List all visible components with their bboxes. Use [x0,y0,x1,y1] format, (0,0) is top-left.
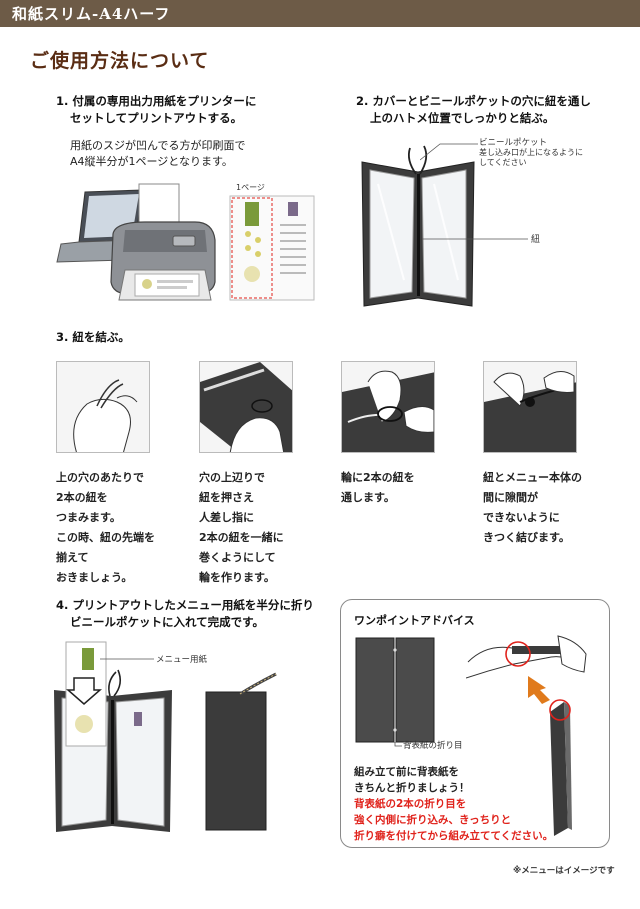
header-title: 和紙スリム-A4ハーフ [12,5,171,23]
hand-pinch-icon [73,379,138,452]
pocket-callout-line [420,143,478,161]
page-label: 1ページ [236,183,265,192]
step2-heading: 2. カバーとビニールポケットの穴に紐を通し 上のハトメ位置でしっかりと結ぶ。 [356,94,591,125]
spine-fold-hands-illustration [466,635,587,836]
step3-caption-2: 穴の上辺りで 紐を押さえ 人差し指に 2本の紐を一緒に 巻くようにして 輪を作り… [199,471,284,584]
advice-text: 組み立て前に背表紙を きちんと折りましょう！ 背表紙の2本の折り目を 強く内側に… [354,766,554,842]
string-callout: 紐 [531,235,541,245]
step3-caption-1: 上の穴のあたりで 2本の紐を つまみます。 この時、紐の先端を 揃えて おきまし… [56,471,155,584]
fold-label: 背表紙の折り目 [403,741,463,751]
footnote: ※メニューはイメージです [513,866,615,876]
page-title: ご使用方法について [30,50,210,72]
step3-photo-4 [483,361,577,453]
menu-paper-callout: メニュー用紙 [156,655,208,665]
menu-cover-open-illustration [361,145,475,307]
hand-loop-icon [200,362,292,452]
spine-fold-illustration [355,637,435,747]
hand-tighten-icon [484,371,576,452]
header-bar: 和紙スリム-A4ハーフ [0,0,640,27]
step3-photo-2 [199,361,293,453]
advice-title: ワンポイントアドバイス [354,614,475,627]
step3-caption-4: 紐とメニュー本体の 間に隙間が できないように きつく結びます。 [483,471,582,544]
string-callout-line [422,238,528,240]
menu-paper-callout-line [100,658,154,660]
printer-laptop-illustration [56,183,216,301]
step1-body: 用紙のスジが凹んでる方が印刷面で A4縦半分が1ページとなります。 [70,139,246,168]
step1-heading: 1. 付属の専用出力用紙をプリンターに セットしてプリントアウトする。 [56,94,257,125]
step3-photo-1 [56,361,150,453]
step3-heading: 3. 紐を結ぶ。 [56,330,130,344]
step3-photo-3 [341,361,435,453]
step4-heading: 4. プリントアウトしたメニュー用紙を半分に折り ビニールポケットに入れて完成で… [56,598,314,629]
menu-insert-illustration [54,641,172,832]
closed-menu-illustration [205,672,277,831]
printed-sheet-preview [229,195,315,301]
pocket-callout: ビニールポケット 差し込み口が上になるように してください [479,138,583,167]
step3-caption-3: 輪に2本の紐を 通します。 [341,471,415,504]
hand-threading-icon [342,370,434,452]
